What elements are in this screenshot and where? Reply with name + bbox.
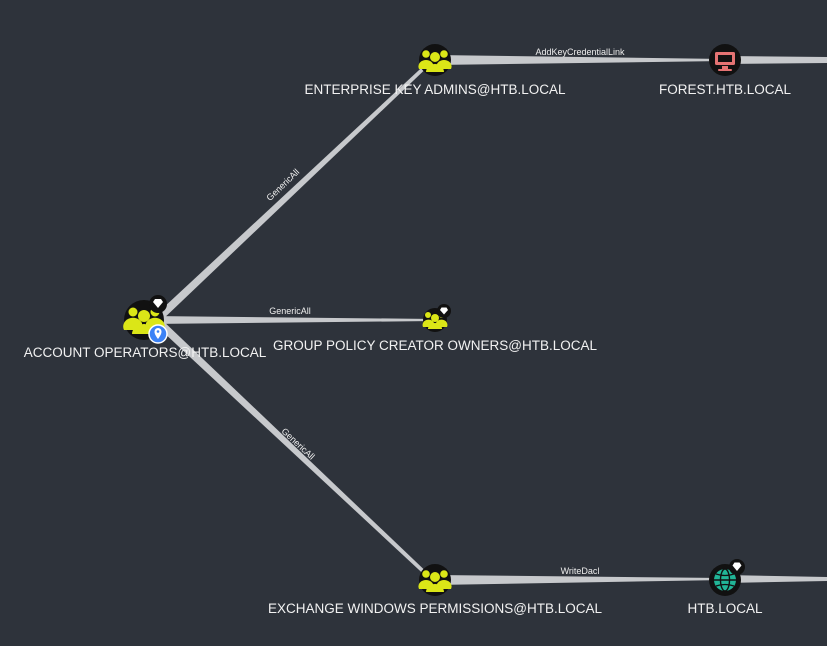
edge-label: AddKeyCredentialLink (535, 47, 625, 57)
node-label-account-operators: ACCOUNT OPERATORS@HTB.LOCAL (23, 345, 267, 360)
desktop-icon (715, 52, 735, 71)
node-account-operators[interactable] (123, 295, 168, 344)
node-label-forest: FOREST.HTB.LOCAL (658, 82, 792, 97)
high-value-diamond-icon (149, 295, 167, 313)
node-group-policy-creator-owners[interactable] (422, 304, 451, 332)
node-label-htb-local: HTB.LOCAL (687, 601, 763, 616)
edge-label: GenericAll (269, 306, 311, 316)
globe-icon (714, 568, 736, 592)
users-icon (418, 50, 452, 72)
node-exchange-windows-permissions[interactable] (418, 564, 452, 596)
edge-ao-to-gpco[interactable]: GenericAll (150, 306, 435, 324)
node-label-enterprise-key-admins: ENTERPRISE KEY ADMINS@HTB.LOCAL (304, 82, 566, 97)
node-htb-local[interactable] (709, 559, 745, 596)
node-label-exchange-windows-permissions: EXCHANGE WINDOWS PERMISSIONS@HTB.LOCAL (268, 601, 602, 616)
users-icon (418, 570, 452, 592)
edge-label: WriteDacl (561, 566, 600, 576)
edge-ewp-to-htb[interactable]: WriteDacl (435, 566, 725, 585)
edge-htb-offscreen[interactable] (725, 575, 827, 583)
start-node-pin-icon (148, 324, 168, 344)
node-forest[interactable] (709, 44, 741, 76)
users-icon (123, 307, 165, 334)
node-label-group-policy-creator-owners: GROUP POLICY CREATOR OWNERS@HTB.LOCAL (272, 338, 598, 353)
node-enterprise-key-admins[interactable] (418, 44, 452, 76)
edge-forest-offscreen[interactable] (725, 56, 827, 64)
high-value-diamond-icon (729, 559, 745, 575)
high-value-diamond-icon (437, 304, 451, 318)
users-icon (422, 312, 448, 329)
edge-eka-to-forest[interactable]: AddKeyCredentialLink (435, 47, 725, 65)
